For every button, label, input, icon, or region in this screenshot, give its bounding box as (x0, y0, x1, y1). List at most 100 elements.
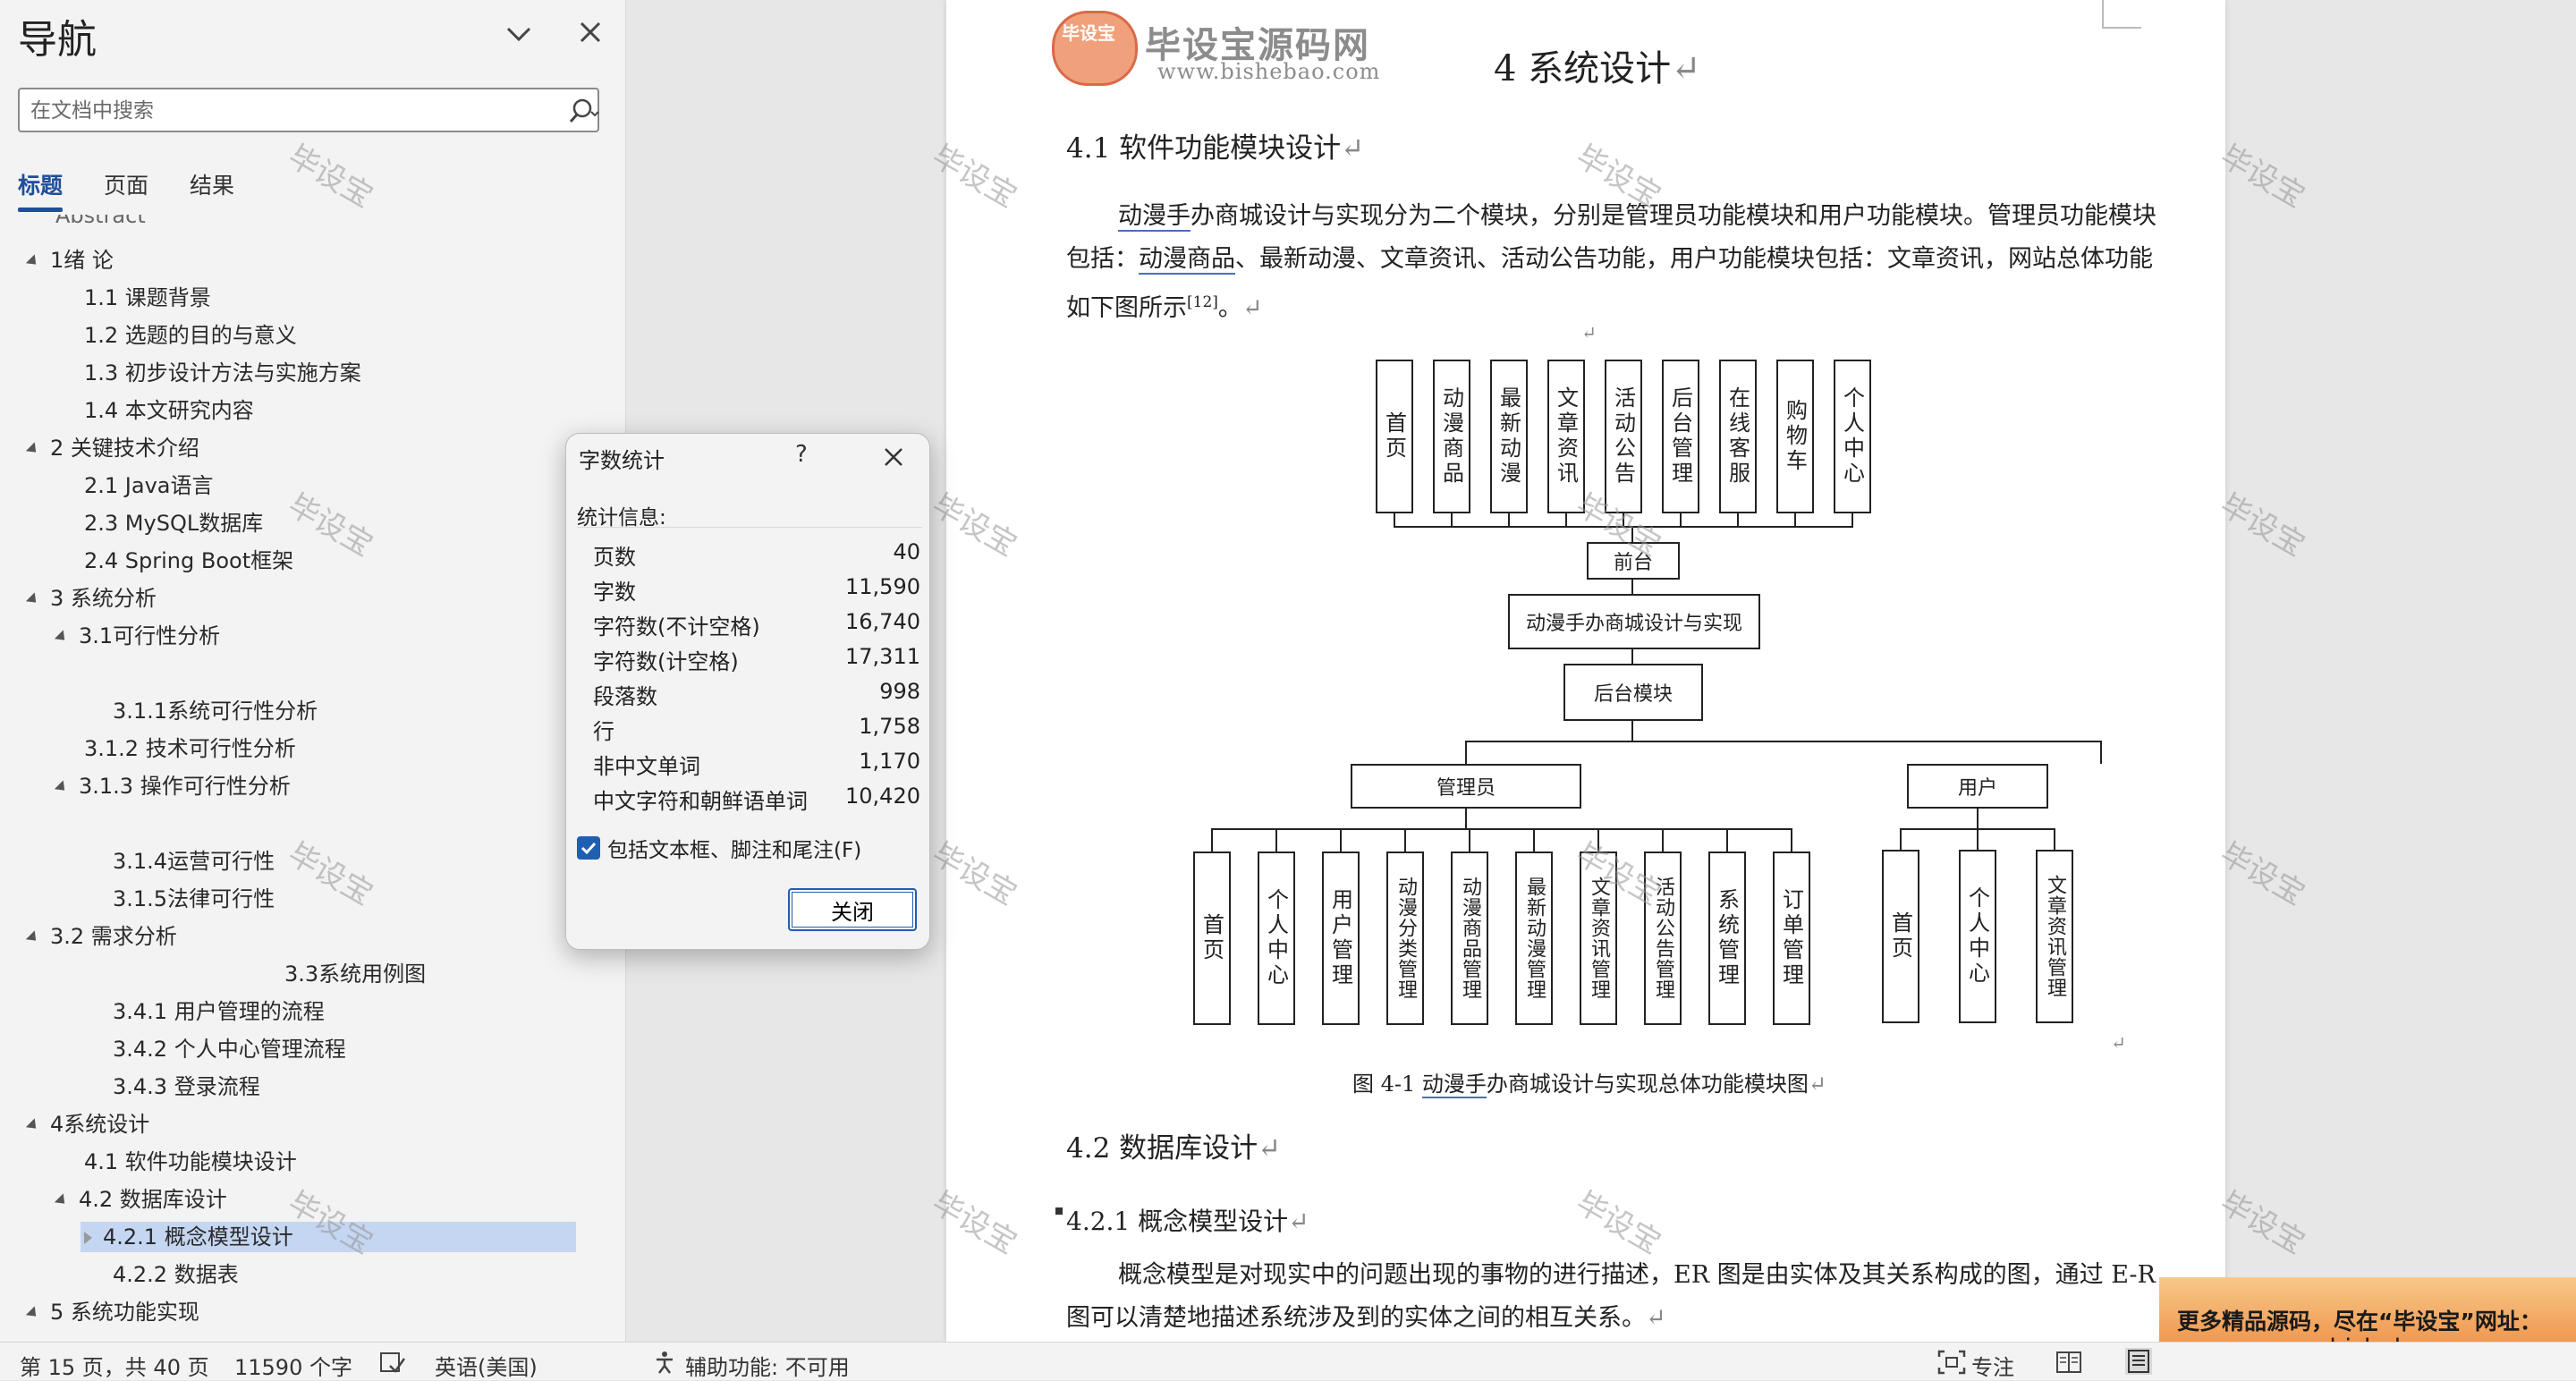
outline-item[interactable]: 4.2 数据库设计 (54, 1184, 227, 1215)
paragraph-mark: ↵ (1671, 48, 1701, 89)
outline-item[interactable]: 2.1 Java语言 (84, 470, 214, 501)
outline-item[interactable]: 4.1 软件功能模块设计 (84, 1147, 297, 1177)
tab-results[interactable]: 结果 (190, 173, 235, 199)
outline-item[interactable]: 3.1可行性分析 (54, 621, 220, 651)
stat-label: 中文字符和朝鲜语单词 (593, 789, 808, 814)
dialog-title: 字数统计 (579, 448, 665, 473)
outline-item[interactable]: 1.4 本文研究内容 (84, 395, 254, 426)
outline-item[interactable]: 3.4.2 个人中心管理流程 (113, 1034, 346, 1064)
root-node-box: 动漫手办商城设计与实现 (1508, 594, 1760, 649)
outline-item[interactable]: 2.3 MySQL数据库 (84, 508, 263, 538)
watermark-text: 毕设宝 (2214, 138, 2311, 216)
outline-item-selected[interactable]: 4.2.1 概念模型设计 (80, 1222, 576, 1252)
collapse-triangle-icon[interactable] (54, 629, 70, 645)
collapse-triangle-icon[interactable] (25, 1117, 41, 1133)
page-corner-mark (2102, 0, 2141, 29)
proofing-icon[interactable] (379, 1351, 406, 1375)
watermark-text: 毕设宝 (2214, 1184, 2311, 1262)
outline-item-label: 3.1.5法律可行性 (113, 886, 275, 911)
close-icon[interactable] (572, 14, 608, 50)
outline-item[interactable]: 3.1.2 技术可行性分析 (84, 733, 296, 764)
outline-item[interactable]: 3.3系统用例图 (284, 959, 426, 989)
outline-item[interactable]: 5 系统功能实现 (25, 1297, 199, 1327)
outline-item[interactable]: 1.3 初步设计方法与实施方案 (84, 358, 361, 388)
collapse-triangle-icon[interactable] (25, 253, 41, 269)
outline-item-label: 3.1.2 技术可行性分析 (84, 736, 296, 761)
outline-item[interactable]: 3.4.3 登录流程 (113, 1072, 260, 1102)
collapse-triangle-icon[interactable] (54, 1192, 70, 1208)
divider (577, 527, 922, 528)
connector-line (1533, 828, 1535, 851)
outline-item[interactable]: 3 系统分析 (25, 583, 157, 614)
front-item-box: 活动公告 (1605, 360, 1642, 513)
outline-item[interactable]: 4系统设计 (25, 1109, 149, 1140)
front-item-box: 动漫商品 (1433, 360, 1470, 513)
logo-url: www.bishebao.com (1157, 59, 1381, 84)
include-footnotes-label[interactable]: 包括文本框、脚注和尾注(F) (607, 839, 862, 862)
front-item-box: 最新动漫 (1490, 360, 1528, 513)
nav-search-input[interactable] (29, 95, 547, 127)
page-count-status[interactable]: 第 15 页，共 40 页 (20, 1355, 209, 1380)
admin-item-box: 系统管理 (1708, 851, 1746, 1025)
collapse-triangle-icon[interactable] (25, 441, 41, 457)
outline-item[interactable]: 2.4 Spring Boot框架 (84, 546, 293, 576)
language-status[interactable]: 英语(美国) (435, 1355, 538, 1380)
paragraph-text: 办商城设计与实现分为二个模块，分别是管理员功能模块和用户功能模块。管理员功能模块… (1066, 202, 2157, 273)
include-footnotes-checkbox[interactable] (577, 836, 600, 860)
outline-item[interactable]: Abstract (55, 215, 146, 231)
stat-row: 中文字符和朝鲜语单词 10,420 (593, 784, 920, 818)
tab-headings[interactable]: 标题 (18, 173, 64, 199)
close-button[interactable]: 关闭 (788, 888, 917, 931)
stat-row: 字符数(计空格)17,311 (593, 644, 920, 678)
collapse-triangle-icon[interactable] (25, 1305, 41, 1321)
outline-item[interactable]: 2 关键技术介绍 (25, 433, 199, 463)
outline-item[interactable]: 1.2 选题的目的与意义 (84, 320, 297, 351)
accessibility-status[interactable]: 辅助功能: 不可用 (685, 1355, 850, 1380)
outline-item-label: 5 系统功能实现 (50, 1300, 199, 1325)
read-mode-icon[interactable] (2055, 1350, 2082, 1375)
paragraph-text: 概念模型是对现实中的问题出现的事物的进行描述，ER 图是由实体及其关系构成的图，… (1066, 1261, 2156, 1332)
outline-item[interactable]: 3.1.3 操作可行性分析 (54, 771, 291, 801)
word-count-status[interactable]: 11590 个字 (234, 1355, 352, 1380)
outline-item[interactable]: 1绪 论 (25, 245, 114, 275)
heading-outline: Abstract 1绪 论 1.1 课题背景 1.2 选题的目的与意义 1.3 … (0, 215, 626, 1342)
logo-badge-text: 毕设宝 (1062, 22, 1115, 44)
connector-line (1465, 809, 1467, 830)
outline-item[interactable]: 3.1.5法律可行性 (113, 884, 275, 914)
stat-label: 字符数(计空格) (593, 649, 739, 674)
outline-item[interactable]: 3.4.1 用户管理的流程 (113, 996, 325, 1027)
outline-item[interactable]: 3.1.4运营可行性 (113, 846, 275, 877)
connector-line (1565, 513, 1567, 528)
chevron-down-icon[interactable] (501, 16, 537, 52)
close-icon[interactable] (876, 439, 911, 475)
print-layout-icon[interactable] (2125, 1348, 2152, 1375)
collapse-triangle-icon[interactable] (25, 929, 41, 945)
document-page[interactable]: 4 系统设计↵ 4.1 软件功能模块设计↵ 动漫手办商城设计与实现分为二个模块，… (946, 0, 2225, 1342)
expand-triangle-icon[interactable] (84, 1232, 92, 1244)
outline-item[interactable]: 4.2.2 数据表 (113, 1259, 239, 1290)
outline-item[interactable]: 3.1.1系统可行性分析 (113, 696, 318, 726)
connector-line (1794, 513, 1796, 528)
connector-line (2054, 828, 2055, 850)
accessibility-icon[interactable] (653, 1350, 680, 1375)
focus-mode-label[interactable]: 专注 (1971, 1355, 2014, 1380)
tab-pages[interactable]: 页面 (104, 173, 149, 199)
section-heading: 4.1 软件功能模块设计↵ (1066, 125, 1364, 165)
stat-value: 1,170 (859, 749, 920, 774)
stat-value: 16,740 (845, 609, 920, 634)
chapter-title-text: 4 系统设计 (1494, 48, 1672, 89)
outline-item[interactable]: 3.2 需求分析 (25, 921, 177, 952)
outline-item-label: 4.2.1 概念模型设计 (103, 1224, 293, 1250)
focus-mode-icon[interactable] (1937, 1350, 1966, 1375)
collapse-triangle-icon[interactable] (54, 779, 70, 795)
outline-item-label: 1.2 选题的目的与意义 (84, 323, 297, 348)
outline-item[interactable]: 1.1 课题背景 (84, 283, 211, 313)
stat-value: 10,420 (845, 784, 920, 809)
help-icon[interactable]: ? (795, 441, 808, 468)
paragraph-mark: ↵ (1341, 132, 1365, 165)
search-icon[interactable] (567, 97, 599, 127)
collapse-triangle-icon[interactable] (25, 591, 41, 607)
